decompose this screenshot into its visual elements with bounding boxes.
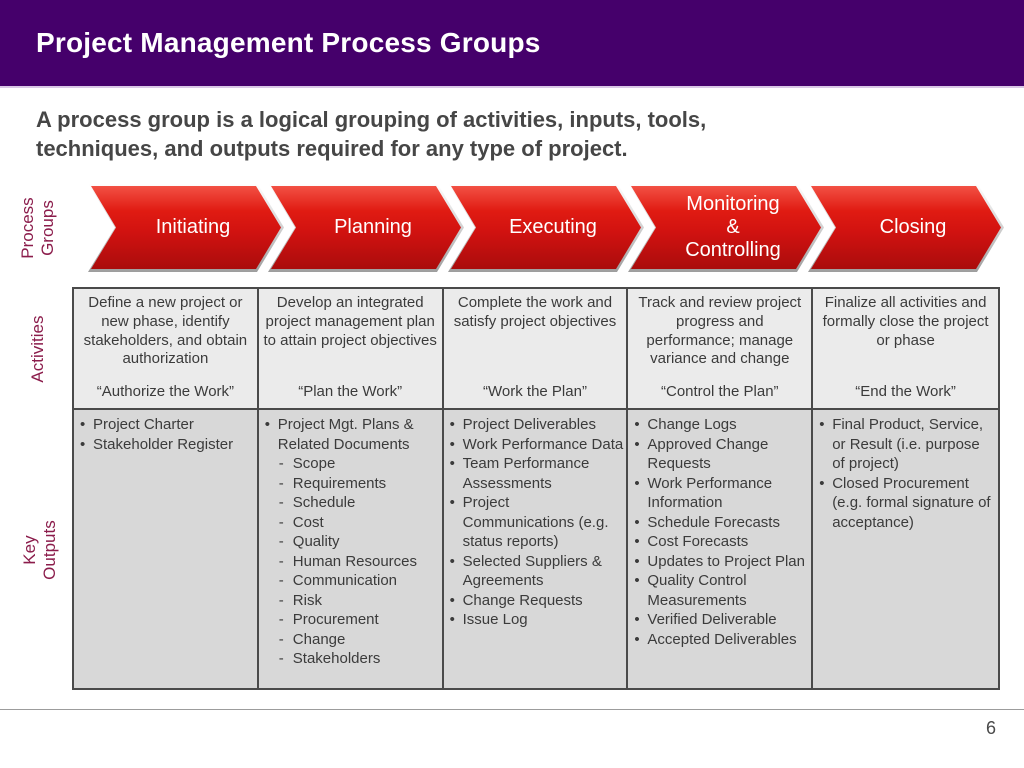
output-item: •Project Deliverables: [449, 416, 596, 433]
activity-motto: “Control the Plan”: [661, 383, 779, 401]
output-item: •Project Charter: [80, 416, 194, 433]
output-item: •Change Logs: [634, 416, 737, 433]
output-item: •Work Performance Data: [449, 435, 624, 453]
output-subitem: -Risk: [278, 591, 322, 609]
output-subitem: -Requirements: [278, 474, 387, 492]
header-bar: Project Management Process Groups: [0, 0, 1024, 88]
footer-divider: [0, 709, 1024, 710]
output-item: •Change Requests: [449, 591, 583, 609]
activity-description: Finalize all activities and formally clo…: [822, 294, 989, 349]
arrow-monitoring-controlling: Monitoring & Controlling: [628, 183, 824, 272]
activity-motto: “Authorize the Work”: [96, 383, 235, 401]
output-item: •Team Performance Assessments: [449, 455, 590, 492]
key-outputs-rail-label: Key Outputs: [19, 520, 59, 580]
output-subitem: -Communication: [278, 572, 398, 589]
output-item: •Work Performance Information: [634, 474, 773, 512]
arrow-body: Planning: [271, 186, 461, 269]
output-subitem: -Procurement: [278, 611, 379, 628]
arrow-body: Executing: [451, 186, 641, 269]
output-item: •Closed Procurement (e.g. formal signatu…: [819, 474, 991, 531]
arrow-label: Closing: [879, 216, 947, 238]
activities-rail-label: Activities: [27, 315, 47, 383]
output-item: •Project Communications (e.g. status rep…: [449, 494, 609, 550]
activity-description: Define a new project or new phase, ident…: [83, 294, 248, 368]
output-subitem: -Cost: [278, 513, 324, 531]
output-subitem: -Quality: [278, 533, 340, 550]
activity-cell-planning: Develop an integrated project management…: [258, 289, 444, 410]
activity-motto: “End the Work”: [855, 383, 956, 401]
activity-motto: “Plan the Work”: [298, 383, 403, 401]
activity-cell-initiating: Define a new project or new phase, ident…: [74, 289, 259, 410]
arrow-planning: Planning: [268, 183, 464, 272]
arrow-body: Initiating: [91, 186, 281, 269]
arrow-label: Planning: [334, 216, 412, 238]
outputs-cell-initiating: •Project Charter •Stakeholder Register: [74, 410, 259, 688]
arrow-label: Monitoring & Controlling: [685, 193, 781, 261]
output-subitem: -Human Resources: [278, 552, 418, 570]
output-item: •Project Mgt. Plans & Related Documents: [264, 416, 414, 453]
arrow-closing: Closing: [808, 183, 1004, 272]
output-subitem: -Scope: [278, 455, 336, 472]
outputs-cell-closing: •Final Product, Service, or Result (i.e.…: [813, 410, 998, 688]
outputs-cell-planning: •Project Mgt. Plans & Related Documents -…: [258, 410, 444, 688]
activity-description: Develop an integrated project management…: [263, 294, 437, 349]
output-item: •Schedule Forecasts: [634, 513, 780, 531]
page-title: Project Management Process Groups: [36, 27, 541, 58]
activity-motto: “Work the Plan”: [483, 383, 587, 401]
output-item: •Verified Deliverable: [634, 611, 777, 628]
arrow-body: Closing: [811, 186, 1001, 269]
arrow-executing: Executing: [448, 183, 644, 272]
output-subitem: -Change: [278, 630, 346, 648]
subtitle-text: A process group is a logical grouping of…: [36, 107, 707, 161]
output-subitem: -Stakeholders: [278, 650, 381, 667]
arrow-label: Executing: [509, 216, 597, 238]
output-item: •Quality Control Measurements: [634, 572, 747, 609]
process-table: Define a new project or new phase, ident…: [72, 287, 1000, 690]
output-item: •Issue Log: [449, 611, 528, 628]
output-item: •Selected Suppliers & Agreements: [449, 552, 602, 590]
output-item: •Cost Forecasts: [634, 533, 749, 550]
process-group-arrows: Initiating Planning Executing Monitoring…: [88, 183, 1004, 272]
activity-cell-executing: Complete the work and satisfy project ob…: [443, 289, 629, 410]
arrow-label: Initiating: [155, 216, 231, 238]
activity-cell-monitoring-controlling: Track and review project progress and pe…: [628, 289, 814, 410]
page-number: 6: [985, 718, 996, 738]
output-item: •Accepted Deliverables: [634, 630, 797, 648]
outputs-cell-monitoring-controlling: •Change Logs •Approved Change Requests•Wo…: [628, 410, 814, 688]
arrow-body: Monitoring & Controlling: [631, 186, 821, 269]
output-subitem: -Schedule: [278, 494, 356, 511]
output-item: •Final Product, Service, or Result (i.e.…: [819, 416, 984, 472]
outputs-cell-executing: •Project Deliverables •Work Performance D…: [443, 410, 629, 688]
output-item: •Updates to Project Plan: [634, 552, 805, 570]
output-item: •Stakeholder Register: [80, 435, 234, 453]
activity-description: Complete the work and satisfy project ob…: [453, 294, 617, 330]
activity-cell-closing: Finalize all activities and formally clo…: [813, 289, 998, 410]
output-item: •Approved Change Requests: [634, 435, 769, 473]
activity-description: Track and review project progress and pe…: [638, 294, 802, 368]
arrow-initiating: Initiating: [88, 183, 284, 272]
